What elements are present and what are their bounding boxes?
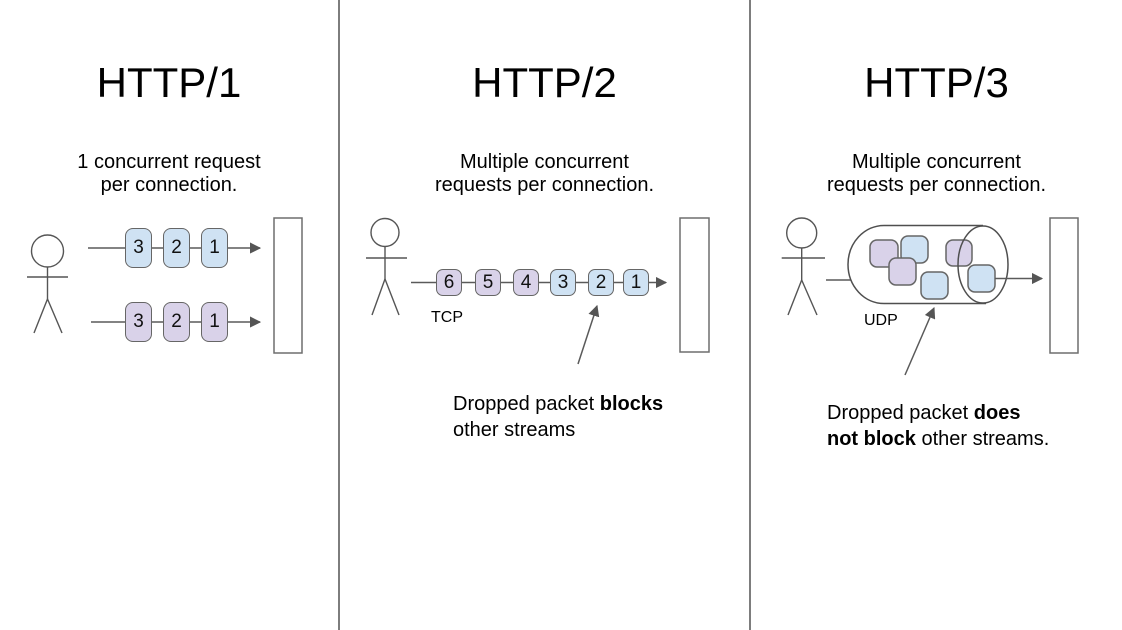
figure-leg [33, 298, 49, 334]
packet: 3 [125, 228, 152, 268]
figure-leg [787, 279, 803, 316]
packet: 3 [550, 269, 576, 296]
packet-label: 1 [209, 237, 220, 258]
figure-head [370, 217, 400, 248]
packet-label: 2 [171, 237, 182, 258]
packet-label: 4 [520, 271, 532, 293]
panel-title: HTTP/2 [472, 59, 617, 107]
figure-leg [384, 278, 400, 316]
packet: 2 [163, 228, 190, 268]
packet-label: 3 [557, 271, 569, 293]
note-text-bold: blocks [599, 393, 664, 415]
packet-label: 2 [171, 311, 182, 332]
panel-title: HTTP/1 [96, 59, 242, 107]
dropped-packet-arrow [577, 304, 600, 365]
panel-title: HTTP/3 [864, 59, 1009, 107]
subtitle-line: Multiple concurrent [852, 151, 1021, 173]
udp-tunnel-mouth [957, 225, 1009, 304]
packet-label: 3 [133, 237, 144, 258]
dropped-packet-note: Dropped packet does not block other strea… [827, 400, 1049, 452]
packet [920, 271, 949, 300]
packet: 1 [623, 269, 649, 296]
packet: 5 [475, 269, 501, 296]
server-box [273, 217, 303, 354]
dropped-packet-arrow [904, 306, 936, 376]
subtitle-line: requests per connection. [434, 174, 655, 196]
note-text: other streams [453, 419, 576, 441]
packet-label: 1 [630, 271, 642, 293]
client-stick-figure [781, 217, 825, 316]
figure-leg [801, 279, 818, 316]
dropped-packet-note: Dropped packet blocks other streams [453, 391, 663, 443]
packet-label: 5 [482, 271, 494, 293]
note-text: Dropped packet [827, 402, 974, 424]
packet: 2 [163, 302, 190, 342]
note-text-bold: does [973, 402, 1021, 424]
packet: 4 [513, 269, 539, 296]
note-text-bold: not block [827, 428, 916, 450]
packet [967, 264, 996, 293]
packet: 3 [125, 302, 152, 342]
subtitle-line: requests per connection. [826, 174, 1047, 196]
packet: 1 [201, 302, 228, 342]
packet-label: 1 [209, 311, 220, 332]
panel3-drawing [781, 217, 1079, 376]
server-box [679, 217, 710, 353]
subtitle-line: per connection. [100, 174, 238, 196]
client-stick-figure [366, 217, 407, 316]
udp-label: UDP [864, 312, 898, 329]
packet: 2 [588, 269, 614, 296]
figure-head [30, 234, 65, 268]
packet-label: 2 [595, 271, 607, 293]
figure-leg [371, 278, 386, 316]
packet: 6 [436, 269, 462, 296]
figure-head [786, 217, 818, 249]
note-text: Dropped packet [453, 393, 600, 415]
tcp-label: TCP [431, 309, 463, 326]
subtitle-line: 1 concurrent request [77, 151, 261, 173]
figure-leg [46, 298, 63, 334]
panel-divider [749, 0, 751, 630]
panel2-drawing [366, 217, 710, 365]
panel-divider [338, 0, 340, 630]
packet-label: 3 [133, 311, 144, 332]
note-text: other streams. [915, 428, 1050, 450]
packet-label: 6 [443, 271, 455, 293]
client-stick-figure [27, 234, 68, 334]
server-box [1049, 217, 1079, 354]
packet [888, 257, 917, 286]
packet: 1 [201, 228, 228, 268]
subtitle-line: Multiple concurrent [460, 151, 629, 173]
